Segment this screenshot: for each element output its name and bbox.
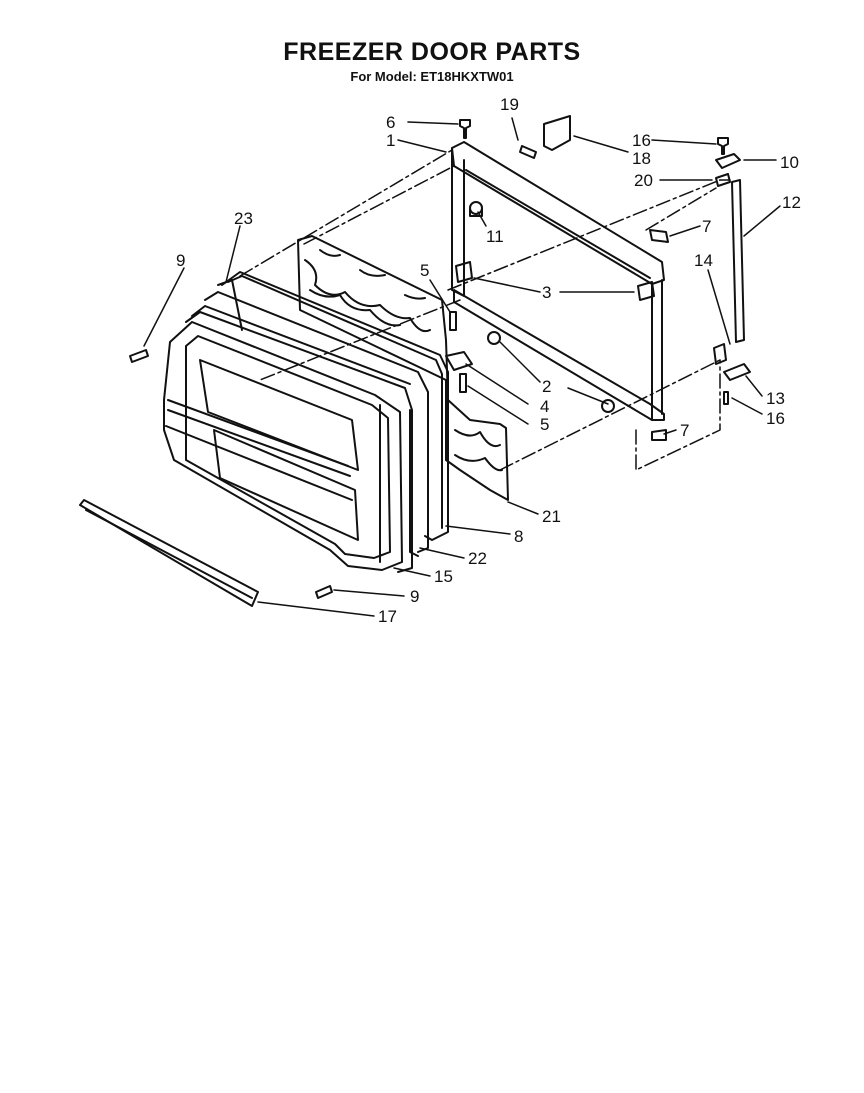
door-frame (451, 141, 665, 421)
leader-lines (143, 117, 781, 617)
callout-10: 10 (780, 153, 799, 172)
callout-7-top: 7 (702, 217, 711, 236)
callout-23: 23 (234, 209, 253, 228)
part-callouts: 6 1 19 18 16 10 20 12 7 11 23 9 5 3 14 2… (176, 95, 801, 626)
callout-16-bottom: 16 (766, 409, 785, 428)
callout-8: 8 (514, 527, 523, 546)
callout-16-top: 16 (632, 131, 651, 150)
callout-15: 15 (434, 567, 453, 586)
callout-5-top: 5 (420, 261, 429, 280)
callout-6: 6 (386, 113, 395, 132)
callout-3: 3 (542, 283, 551, 302)
callout-1: 1 (386, 131, 395, 150)
callout-7-bottom: 7 (680, 421, 689, 440)
door-gasket (185, 305, 413, 573)
door-liner (163, 321, 403, 571)
breaker-strip-frame (204, 291, 429, 557)
callout-20: 20 (634, 171, 653, 190)
insulation-panel (297, 235, 509, 501)
callout-19: 19 (500, 95, 519, 114)
callout-14: 14 (694, 251, 713, 270)
callout-11: 11 (486, 227, 504, 246)
callout-2: 2 (542, 377, 551, 396)
callout-9-left: 9 (176, 251, 185, 270)
callout-22: 22 (468, 549, 487, 568)
callout-4: 4 (540, 397, 549, 416)
small-parts (129, 115, 751, 599)
bottom-trim-handle (79, 499, 259, 607)
callout-21: 21 (542, 507, 561, 526)
callout-18: 18 (632, 149, 651, 168)
callout-13: 13 (766, 389, 785, 408)
outer-door-panel (217, 271, 449, 541)
callout-5-bottom: 5 (540, 415, 549, 434)
callout-9-bottom: 9 (410, 587, 419, 606)
callout-12: 12 (782, 193, 801, 212)
assembly-dashed-lines (239, 149, 731, 471)
diagram-title: FREEZER DOOR PARTS (283, 38, 581, 66)
diagram-subtitle: For Model: ET18HKXTW01 (350, 69, 514, 84)
callout-17: 17 (378, 607, 397, 626)
